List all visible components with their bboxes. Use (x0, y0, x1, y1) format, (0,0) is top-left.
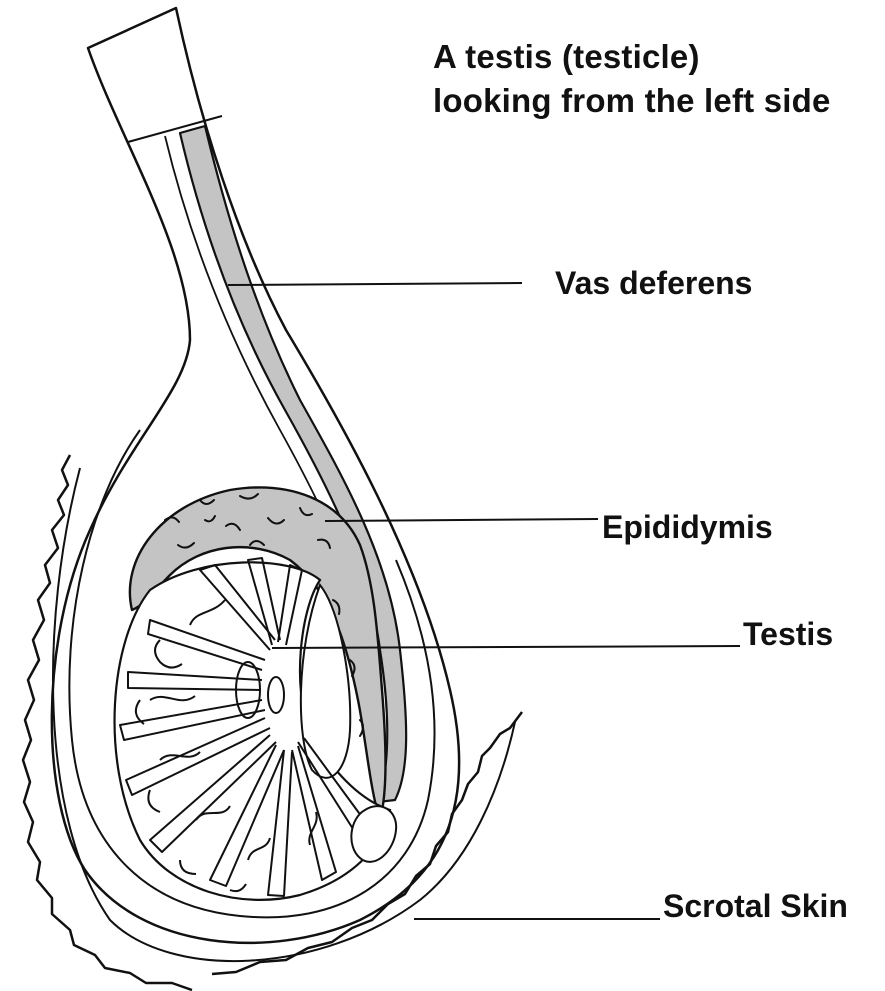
diagram-title-line-1: A testis (testicle) (433, 38, 700, 76)
leader-line-epididymis (325, 519, 598, 521)
diagram-title-line-2: looking from the left side (433, 82, 831, 120)
label-vas-deferens: Vas deferens (555, 265, 752, 302)
label-epididymis: Epididymis (602, 509, 773, 546)
label-testis: Testis (743, 616, 833, 653)
label-scrotal-skin: Scrotal Skin (663, 888, 848, 925)
epididymis-tail (351, 806, 396, 862)
leader-line-vas-deferens (228, 283, 522, 285)
